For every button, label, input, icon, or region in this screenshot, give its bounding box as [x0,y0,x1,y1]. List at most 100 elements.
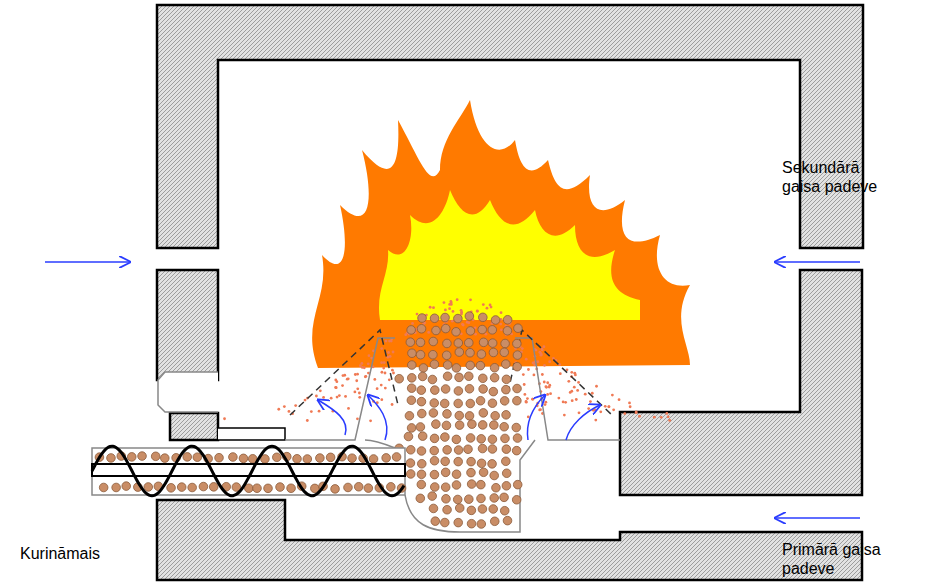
pellet [177,483,186,492]
pellet [477,520,486,529]
pellet [404,432,413,441]
pellet [512,495,521,504]
pellet [500,493,509,502]
pellet [183,453,192,462]
ember-dot [525,358,528,361]
pellet [387,483,396,492]
ember-dot [490,306,493,309]
ember-dot [546,381,549,384]
ember-dot [411,322,414,325]
ember-dot [595,385,598,388]
pellet [452,328,461,337]
ember-dot [543,345,546,348]
pellet [229,453,238,462]
pellet [199,482,208,491]
ember-dot [391,403,394,406]
pellet [467,519,476,528]
pellet [441,468,450,477]
pellet [395,374,404,383]
part-label: Kurināmais [20,544,160,563]
pellet [407,396,416,405]
ember-dot [559,372,562,375]
ember-dot [525,400,528,403]
ember-dot [538,408,541,411]
pellet [369,455,378,464]
pellet [466,399,475,408]
pellet [429,504,438,513]
pellet [406,470,415,479]
ember-dot [288,410,291,413]
ember-dot [443,301,446,304]
ember-dot [545,386,548,389]
pellet [264,484,273,493]
ember-dot [599,410,602,413]
pellet [500,397,509,406]
ember-dot [330,397,333,400]
ember-dot [391,369,394,372]
ember-dot [318,410,321,413]
pellet [513,396,522,405]
pellet [215,453,224,462]
ember-dot [388,378,391,381]
ember-dot [380,384,383,387]
ember-dot [387,351,390,354]
ember-dot [526,397,529,400]
ember-dot [364,375,367,378]
pellet [431,386,440,395]
ember-dot [388,340,391,343]
ember-dot [541,348,544,351]
pellet [466,361,475,370]
pellet [490,494,499,503]
ember-dot [587,407,590,410]
flame [312,100,690,368]
ember-dot [452,310,455,313]
pellet [466,348,475,357]
ember-dot [574,373,577,376]
pellet [465,412,474,421]
pellet [429,350,438,359]
ember-dot [461,323,464,326]
pellet [455,504,464,513]
pellet [465,495,474,504]
pellet [455,411,464,420]
ember-dot [527,368,530,371]
pellet [441,483,450,492]
pellet [513,384,522,393]
pellet [430,399,439,408]
ember-dot [277,408,280,411]
pellet [138,452,147,461]
pellet [488,399,497,408]
pellet [417,459,426,468]
ember-dot [382,367,385,370]
ember-dot [380,398,383,401]
pellet [488,460,497,469]
ember-dot [338,394,341,397]
ember-dot [389,355,392,358]
pellet [491,411,500,420]
pellet [503,315,512,324]
ember-dot [369,419,372,422]
pellet [443,410,452,419]
pellet [441,433,450,442]
ember-dot [500,328,503,331]
pellet [406,459,415,468]
pellet [316,454,325,463]
fuel-column [395,312,522,528]
pellet [454,314,463,323]
pellet [477,459,486,468]
pellet [428,492,437,501]
pellet [407,374,416,383]
pellet [455,421,464,430]
pellet [416,350,425,359]
pellet [490,517,499,526]
pellet [432,420,441,429]
pellet [490,363,499,372]
pellet [502,411,511,420]
pellet [354,482,363,491]
ember-dot [591,392,594,395]
ember-dot [541,373,544,376]
ember-dot [531,398,534,401]
ember-dot [548,360,551,363]
pellet [490,421,499,430]
ember-dot [347,407,350,410]
